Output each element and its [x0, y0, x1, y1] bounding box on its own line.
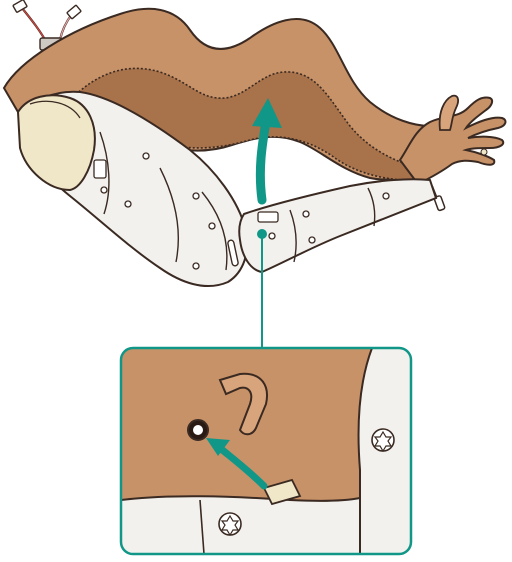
screw-icon [269, 233, 275, 239]
screw-icon [219, 513, 241, 535]
screw-icon [372, 429, 394, 451]
screw-icon [303, 211, 309, 217]
screw-icon [309, 237, 315, 243]
screw-icon [209, 223, 215, 229]
screw-icon [193, 263, 199, 269]
hand [400, 96, 505, 184]
screw-icon [101, 187, 107, 193]
screw-icon [125, 201, 131, 207]
screw-icon [143, 153, 149, 159]
screw-icon [383, 193, 389, 199]
forearm-shell [239, 179, 436, 272]
screw-icon [193, 193, 199, 199]
detail-inset [121, 348, 411, 554]
